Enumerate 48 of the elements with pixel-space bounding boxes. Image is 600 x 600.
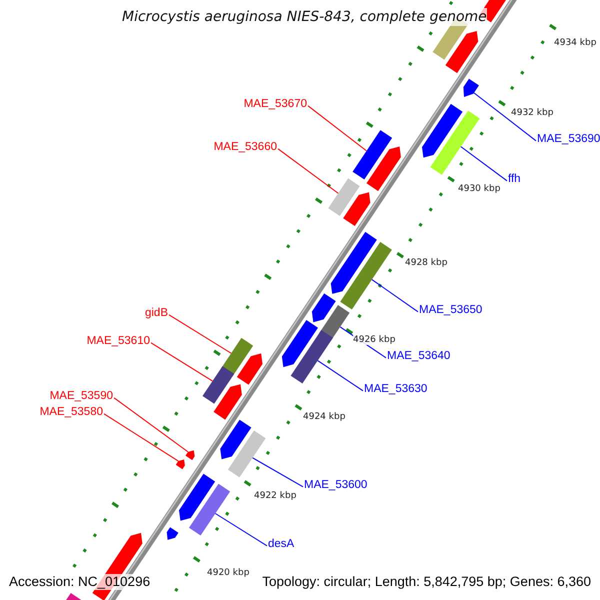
gene-label: gidB bbox=[144, 307, 168, 320]
gene-label: MAE_53630 bbox=[364, 383, 428, 396]
gene-label: MAE_53590 bbox=[50, 390, 113, 403]
gene-label: desA bbox=[268, 538, 294, 551]
accession-text: Accession: NC_010296 bbox=[9, 574, 150, 590]
gene-feature bbox=[176, 460, 185, 470]
gene-bar bbox=[290, 330, 333, 384]
leader-line bbox=[371, 279, 418, 312]
gene-bar bbox=[220, 338, 254, 376]
gene-bar bbox=[328, 178, 360, 216]
leader-line bbox=[278, 148, 339, 194]
gene-label: MAE_53650 bbox=[419, 304, 482, 317]
tick-label: 4922 kbp bbox=[254, 491, 296, 501]
tick-label: 4926 kbp bbox=[353, 335, 396, 345]
leader-line bbox=[150, 342, 214, 382]
gene-label: MAE_53640 bbox=[387, 350, 450, 363]
tick-label: 4930 kbp bbox=[458, 184, 500, 194]
gene-label: MAE_53690 bbox=[537, 133, 600, 146]
leader-line bbox=[104, 413, 179, 462]
leader-line bbox=[460, 146, 508, 182]
leader-line bbox=[252, 457, 304, 488]
gene-bar bbox=[352, 130, 392, 180]
leader-line bbox=[214, 513, 268, 546]
leader-line bbox=[308, 105, 368, 152]
tick-label: 4924 kbp bbox=[303, 412, 346, 422]
gene-bar bbox=[202, 366, 234, 404]
gene-feature bbox=[463, 78, 479, 97]
gene-bar bbox=[340, 242, 392, 310]
leader-line bbox=[317, 360, 364, 392]
genome-stats-text: Topology: circular; Length: 5,842,795 bp; Genes: 6,360 bbox=[262, 574, 591, 590]
gene-bar bbox=[430, 110, 480, 175]
tick-label: 4932 kbp bbox=[511, 108, 554, 118]
tick-label: 4934 kbp bbox=[554, 38, 596, 48]
gene-label: MAE_53580 bbox=[40, 406, 103, 419]
leader-line bbox=[114, 397, 189, 452]
gene-bar bbox=[228, 430, 266, 478]
gene-label: MAE_53670 bbox=[244, 98, 307, 111]
tick-label: 4928 kbp bbox=[405, 258, 448, 268]
gene-feature bbox=[186, 450, 195, 460]
leader-line bbox=[473, 92, 536, 142]
gene-label: MAE_53600 bbox=[304, 479, 368, 492]
gene-label: MAE_53610 bbox=[86, 335, 150, 348]
gene-label: ffh bbox=[508, 173, 521, 186]
leader-line bbox=[168, 314, 232, 354]
gene-label: MAE_53660 bbox=[214, 141, 277, 154]
tick-label: 4920 kbp bbox=[207, 568, 250, 578]
gene-bar bbox=[189, 484, 230, 536]
map-title: Microcystis aeruginosa NIES-843, complete genome bbox=[122, 8, 487, 26]
